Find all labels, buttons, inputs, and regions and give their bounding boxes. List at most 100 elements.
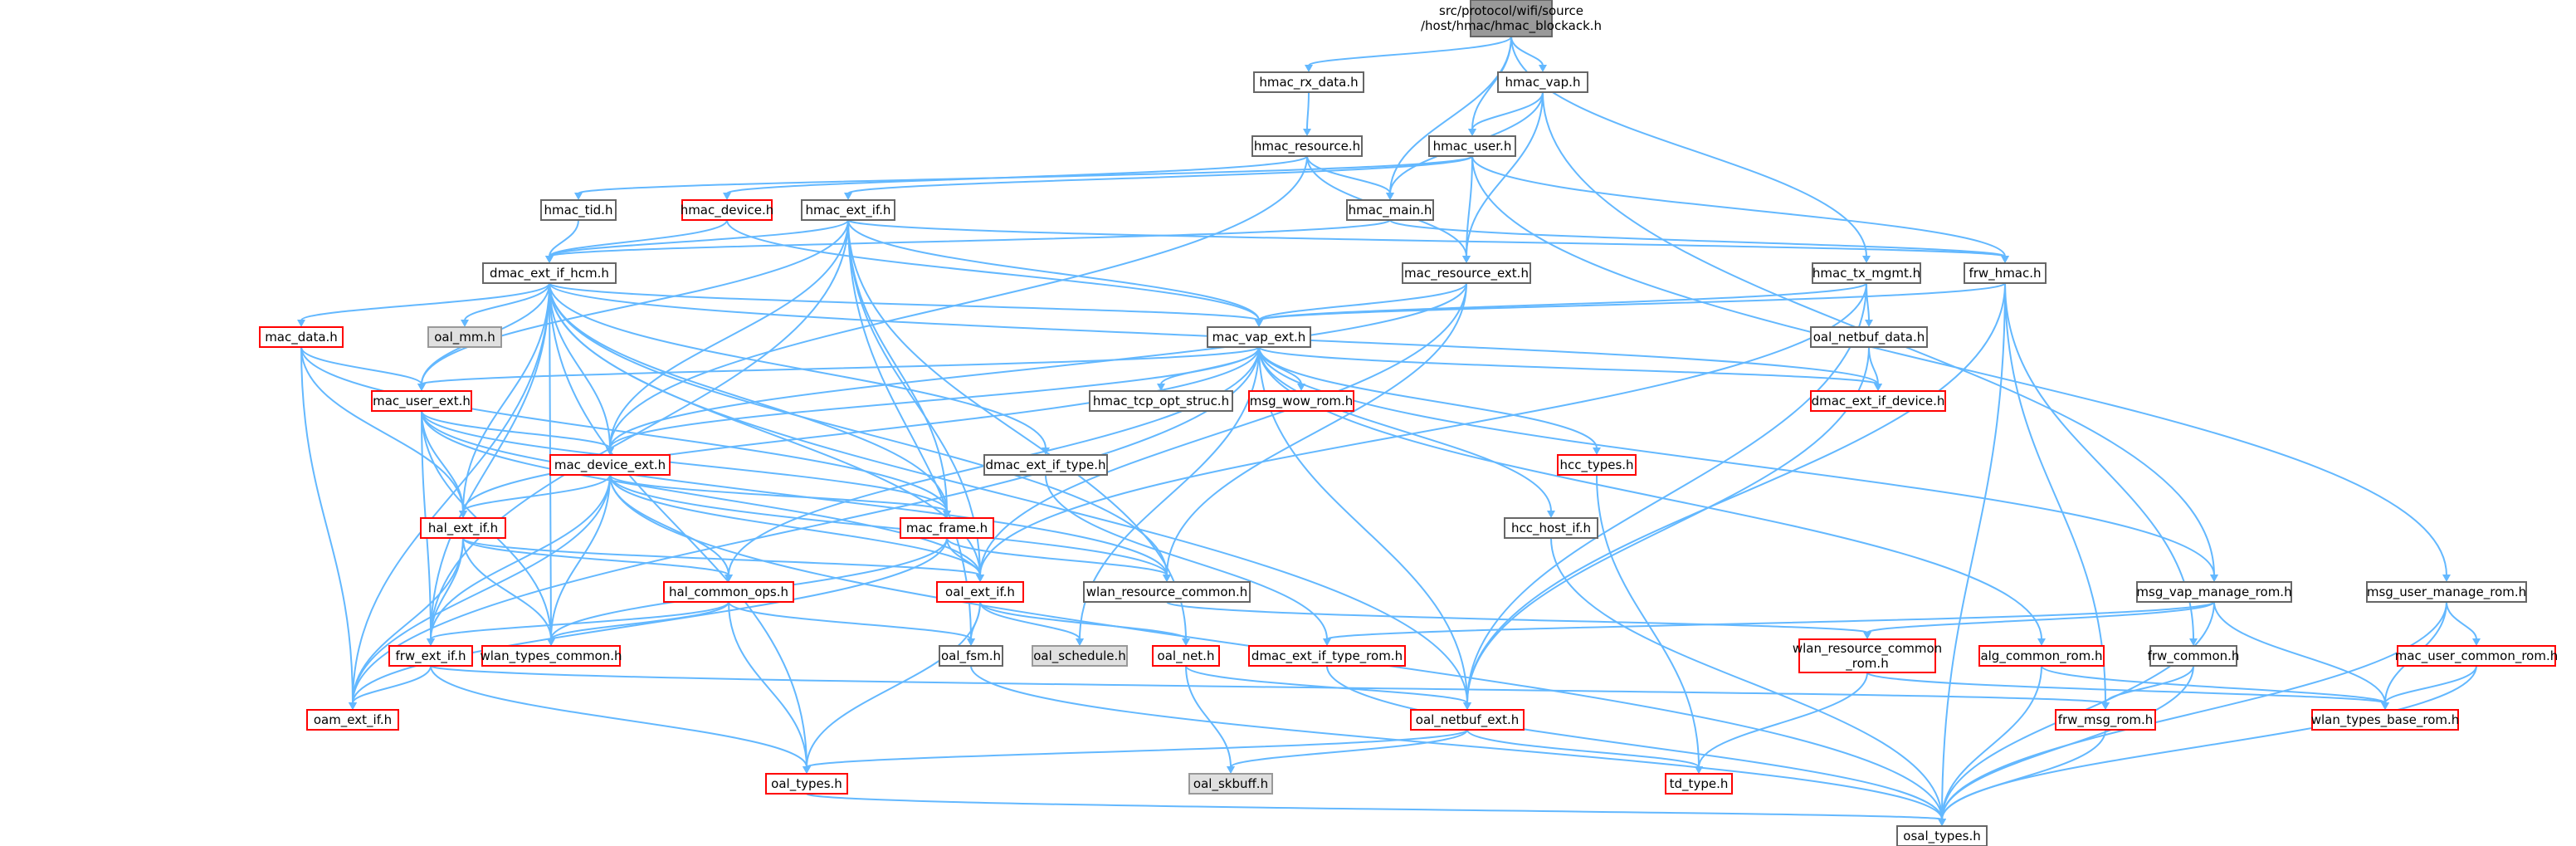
arrowhead-mac_vap_ext-to-msg_vap_manage_rom <box>2210 575 2218 582</box>
node-dmac-ext-if-type[interactable]: dmac_ext_if_type.h <box>983 454 1108 476</box>
node-label: oal_types.h <box>771 776 842 792</box>
node-oal-types[interactable]: oal_types.h <box>765 773 848 795</box>
node-oal-skbuff[interactable]: oal_skbuff.h <box>1188 773 1273 795</box>
node-box <box>1896 825 1988 846</box>
node-hmac-tid[interactable]: hmac_tid.h <box>540 199 617 221</box>
edge-mac_user_common_rom-to-osal_types <box>1941 665 2477 820</box>
node-osal-types[interactable]: osal_types.h <box>1896 825 1988 846</box>
node-box <box>1410 709 1525 731</box>
node-box <box>801 199 895 221</box>
edge-alg_common_rom-to-wlan_types_base_rom <box>2041 665 2386 704</box>
node-label: mac_vap_ext.h <box>1212 330 1306 345</box>
edge-frw_hmac-to-mac_vap_ext <box>1258 282 2006 321</box>
node-label: mac_data.h <box>265 330 338 345</box>
arrowhead-mac_vap_ext-to-hcc_host_if <box>1547 511 1555 518</box>
node-oal-schedule[interactable]: oal_schedule.h <box>1032 645 1128 667</box>
arrowhead-mac_device_ext-to-hal_ext_if <box>459 511 467 518</box>
node-wlan-types-base-rom[interactable]: wlan_types_base_rom.h <box>2311 709 2460 731</box>
node-label: /host/hmac/hmac_blockack.h <box>1421 18 1602 34</box>
node-oal-netbuf-data[interactable]: oal_netbuf_data.h <box>1810 326 1928 348</box>
node-oal-mm[interactable]: oal_mm.h <box>427 326 502 348</box>
arrowhead-hmac_user-to-hmac_ext_if <box>844 193 852 200</box>
node-oal-fsm[interactable]: oal_fsm.h <box>939 645 1003 667</box>
node-wlan-resource-common-rom[interactable]: wlan_resource_common_rom.h <box>1793 638 1942 673</box>
arrowhead-msg_user_manage_rom-to-mac_user_common_rom <box>2472 638 2481 646</box>
node-frw-msg-rom[interactable]: frw_msg_rom.h <box>2055 709 2156 731</box>
edge-dmac_ext_if_hcm-to-oal_mm <box>464 282 550 321</box>
node-oal-netbuf-ext[interactable]: oal_netbuf_ext.h <box>1410 709 1525 731</box>
edge-oal_net-to-oal_skbuff <box>1185 665 1232 768</box>
node-box <box>1812 262 1921 284</box>
node-hmac-device[interactable]: hmac_device.h <box>681 199 774 221</box>
node-msg-wow-rom[interactable]: msg_wow_rom.h <box>1248 390 1354 412</box>
node-mac-device-ext[interactable]: mac_device_ext.h <box>549 454 671 476</box>
node-label: hmac_vap.h <box>1505 75 1581 90</box>
arrowhead-mac_frame-to-oal_ext_if <box>976 575 984 582</box>
arrowhead-hal_common_ops-to-wlan_types_common <box>547 638 555 646</box>
node-mac-vap-ext[interactable]: mac_vap_ext.h <box>1207 326 1311 348</box>
edge-root-to-hmac_main <box>1389 36 1512 194</box>
node-hmac-rx-data[interactable]: hmac_rx_data.h <box>1253 71 1364 93</box>
node-label: hal_ext_if.h <box>428 521 498 536</box>
node-label: alg_common_rom.h <box>1980 648 2102 664</box>
node-label: hcc_host_if.h <box>1511 521 1591 536</box>
node-wlan-resource-common[interactable]: wlan_resource_common.h <box>1083 581 1251 603</box>
node-dmac-ext-if-type-rom[interactable]: dmac_ext_if_type_rom.h <box>1248 645 1406 667</box>
node-hal-ext-if[interactable]: hal_ext_if.h <box>420 517 506 539</box>
node-frw-hmac[interactable]: frw_hmac.h <box>1964 262 2047 284</box>
node-root[interactable]: src/protocol/wifi/source/host/hmac/hmac_… <box>1421 0 1602 37</box>
edge-frw_hmac-to-osal_types <box>1941 282 2006 820</box>
node-hmac-tcp-opt-struc[interactable]: hmac_tcp_opt_struc.h <box>1089 390 1233 412</box>
node-box <box>681 199 773 221</box>
edge-alg_common_rom-to-osal_types <box>1941 665 2042 820</box>
arrowhead-hmac_main-to-dmac_ext_if_hcm <box>545 256 554 263</box>
edge-layer <box>297 36 2481 826</box>
node-hmac-resource[interactable]: hmac_resource.h <box>1251 135 1363 157</box>
node-label: oal_fsm.h <box>941 648 1001 664</box>
node-alg-common-rom[interactable]: alg_common_rom.h <box>1978 645 2105 667</box>
node-msg-user-manage-rom[interactable]: msg_user_manage_rom.h <box>2366 581 2527 603</box>
node-hmac-ext-if[interactable]: hmac_ext_if.h <box>801 199 895 221</box>
node-hal-common-ops[interactable]: hal_common_ops.h <box>663 581 794 603</box>
edge-hal_common_ops-to-oal_fsm <box>728 601 972 640</box>
node-hmac-main[interactable]: hmac_main.h <box>1346 199 1434 221</box>
edge-mac_resource_ext-to-mac_device_ext <box>609 282 1467 449</box>
arrowhead-frw_hmac-to-frw_common <box>2189 638 2198 646</box>
node-hcc-host-if[interactable]: hcc_host_if.h <box>1504 517 1598 539</box>
node-box <box>1253 71 1364 93</box>
node-oal-ext-if[interactable]: oal_ext_if.h <box>936 581 1024 603</box>
edge-hmac_ext_if-to-mac_device_ext <box>609 219 849 449</box>
node-dmac-ext-if-device[interactable]: dmac_ext_if_device.h <box>1810 390 1946 412</box>
node-hmac-user[interactable]: hmac_user.h <box>1428 135 1516 157</box>
node-frw-common[interactable]: frw_common.h <box>2148 645 2240 667</box>
node-label: mac_frame.h <box>906 521 988 536</box>
edge-frw_ext_if-to-frw_msg_rom <box>430 665 2106 704</box>
node-label: oam_ext_if.h <box>314 712 392 728</box>
node-hcc-types[interactable]: hcc_types.h <box>1557 454 1637 476</box>
arrowhead-oal_ext_if-to-oal_fsm <box>967 638 975 646</box>
arrowhead-hal_common_ops-to-frw_ext_if <box>427 638 435 646</box>
edge-dmac_ext_if_hcm-to-mac_frame <box>549 282 948 512</box>
node-box <box>1470 0 1553 37</box>
node-mac-user-ext[interactable]: mac_user_ext.h <box>371 390 472 412</box>
node-mac-user-common-rom[interactable]: mac_user_common_rom.h <box>2395 645 2559 667</box>
node-box <box>900 517 994 539</box>
node-box <box>663 581 794 603</box>
node-hmac-vap[interactable]: hmac_vap.h <box>1497 71 1588 93</box>
edge-hmac_vap-to-hmac_user <box>1471 91 1544 130</box>
node-hmac-tx-mgmt[interactable]: hmac_tx_mgmt.h <box>1812 262 1921 284</box>
edge-hmac_tid-to-dmac_ext_if_hcm <box>549 219 579 257</box>
node-dmac-ext-if-hcm[interactable]: dmac_ext_if_hcm.h <box>482 262 617 284</box>
node-mac-data[interactable]: mac_data.h <box>259 326 344 348</box>
node-td-type[interactable]: td_type.h <box>1665 773 1733 795</box>
node-frw-ext-if[interactable]: frw_ext_if.h <box>388 645 473 667</box>
node-msg-vap-manage-rom[interactable]: msg_vap_manage_rom.h <box>2136 581 2292 603</box>
node-label: frw_msg_rom.h <box>2058 712 2154 728</box>
edge-hmac_vap-to-mac_resource_ext <box>1466 91 1544 257</box>
node-wlan-types-common[interactable]: wlan_types_common.h <box>480 645 622 667</box>
node-oam-ext-if[interactable]: oam_ext_if.h <box>306 709 399 731</box>
edge-dmac_ext_if_hcm-to-dmac_ext_if_type <box>549 282 1046 449</box>
node-mac-resource-ext[interactable]: mac_resource_ext.h <box>1402 262 1531 284</box>
node-oal-net[interactable]: oal_net.h <box>1152 645 1220 667</box>
node-mac-frame[interactable]: mac_frame.h <box>900 517 994 539</box>
